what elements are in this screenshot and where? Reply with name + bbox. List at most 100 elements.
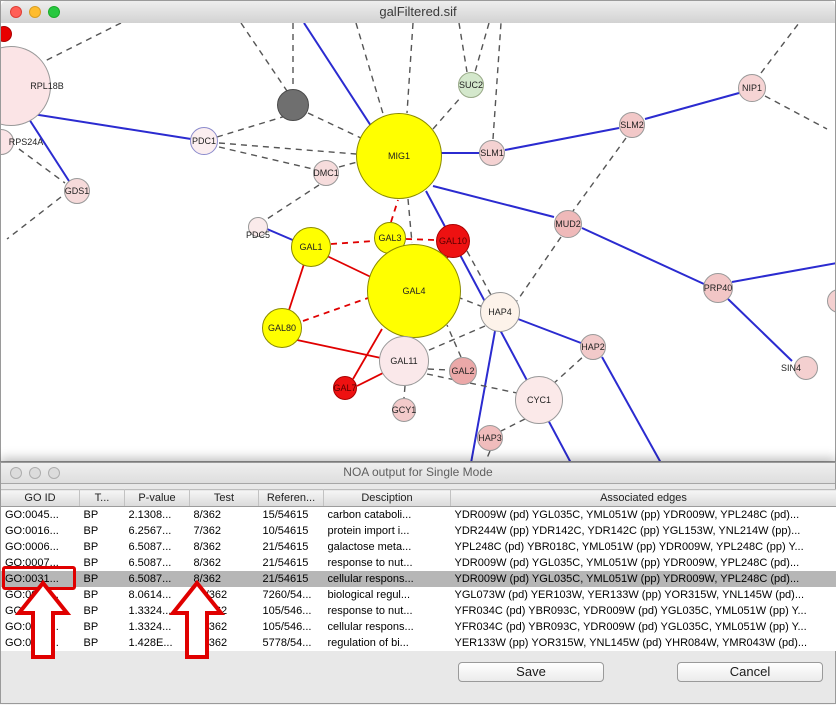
- cell-p_value: 6.5087...: [125, 571, 190, 587]
- node-gds1[interactable]: GDS1: [64, 178, 90, 204]
- cell-reference: 15/54615: [259, 507, 324, 524]
- cell-test: 8/362: [190, 555, 259, 571]
- node-sin4[interactable]: SIN4: [794, 356, 818, 380]
- column-header[interactable]: Associated edges: [451, 490, 836, 507]
- node-label: PDC1: [192, 136, 216, 146]
- node-hap3[interactable]: HAP3: [477, 425, 503, 451]
- cell-edges: YFR034C (pd) YBR093C, YDR009W (pd) YGL03…: [451, 603, 836, 619]
- node-hap4[interactable]: HAP4: [480, 292, 520, 332]
- node-gal4[interactable]: GAL4: [367, 244, 461, 338]
- cell-description: cellular respons...: [324, 619, 451, 635]
- node-label: GAL4: [402, 286, 425, 296]
- node-gal11[interactable]: GAL11: [379, 336, 429, 386]
- node-hap2[interactable]: HAP2: [580, 334, 606, 360]
- cell-go_id: GO:0016...: [1, 523, 80, 539]
- node-label: MUD2: [555, 219, 581, 229]
- save-button[interactable]: Save: [458, 662, 604, 682]
- node-label: MIG1: [388, 151, 410, 161]
- node-unlabeled-red[interactable]: [1, 26, 12, 42]
- node-rpl18b[interactable]: RPL18B: [1, 46, 51, 126]
- column-header[interactable]: Test: [190, 490, 259, 507]
- node-mig1[interactable]: MIG1: [356, 113, 442, 199]
- node-partial-right[interactable]: [827, 289, 835, 313]
- cell-type: BP: [80, 603, 125, 619]
- cell-edges: YDR009W (pd) YGL035C, YML051W (pp) YDR00…: [451, 571, 836, 587]
- node-unlabeled-gray[interactable]: [277, 89, 309, 121]
- node-label: HAP4: [488, 307, 512, 317]
- cell-reference: 10/54615: [259, 523, 324, 539]
- cell-p_value: 8.0614...: [125, 587, 190, 603]
- node-gcy1[interactable]: GCY1: [392, 398, 416, 422]
- cell-go_id: GO:0045...: [1, 507, 80, 524]
- node-nip1[interactable]: NIP1: [738, 74, 766, 102]
- cell-description: response to nut...: [324, 555, 451, 571]
- cell-description: response to nut...: [324, 603, 451, 619]
- cell-description: carbon cataboli...: [324, 507, 451, 524]
- cell-p_value: 1.428E...: [125, 635, 190, 651]
- cell-reference: 21/54615: [259, 555, 324, 571]
- node-gal2[interactable]: GAL2: [449, 357, 477, 385]
- cell-test: 8/362: [190, 539, 259, 555]
- column-header[interactable]: GO ID: [1, 490, 80, 507]
- column-header[interactable]: T...: [80, 490, 125, 507]
- node-rps24a[interactable]: RPS24A: [1, 129, 14, 155]
- node-label: PDC5: [246, 230, 270, 240]
- cell-p_value: 6.5087...: [125, 555, 190, 571]
- cell-type: BP: [80, 539, 125, 555]
- node-gal7[interactable]: GAL7: [333, 376, 357, 400]
- cell-go_id: GO:0006...: [1, 539, 80, 555]
- node-label: GAL11: [390, 356, 417, 366]
- column-header[interactable]: Referen...: [259, 490, 324, 507]
- column-header[interactable]: P-value: [125, 490, 190, 507]
- node-label: HAP2: [581, 342, 605, 352]
- cell-go_id: GO:0007...: [1, 555, 80, 571]
- node-prp40[interactable]: PRP40: [703, 273, 733, 303]
- cell-type: BP: [80, 507, 125, 524]
- node-label: SLM1: [480, 148, 504, 158]
- cell-go_id: GO:0065...: [1, 587, 80, 603]
- cell-test: 80/362: [190, 635, 259, 651]
- cell-description: regulation of bi...: [324, 635, 451, 651]
- node-mud2[interactable]: MUD2: [554, 210, 582, 238]
- cell-p_value: 6.5087...: [125, 539, 190, 555]
- cancel-button[interactable]: Cancel: [677, 662, 823, 682]
- node-cyc1[interactable]: CYC1: [515, 376, 563, 424]
- node-pdc5[interactable]: PDC5: [248, 217, 268, 237]
- node-label: HAP3: [478, 433, 502, 443]
- node-label: DMC1: [313, 168, 339, 178]
- node-gal1[interactable]: GAL1: [291, 227, 331, 267]
- node-label: PRP40: [704, 283, 733, 293]
- graph-window-titlebar[interactable]: galFiltered.sif: [1, 1, 835, 24]
- node-gal80[interactable]: GAL80: [262, 308, 302, 348]
- cell-type: BP: [80, 587, 125, 603]
- node-dmc1[interactable]: DMC1: [313, 160, 339, 186]
- node-label: SIN4: [781, 363, 801, 373]
- cell-reference: 5778/54...: [259, 635, 324, 651]
- node-label: GAL2: [451, 366, 474, 376]
- cell-type: BP: [80, 523, 125, 539]
- node-label: SUC2: [459, 80, 483, 90]
- node-pdc1[interactable]: PDC1: [190, 127, 218, 155]
- cell-test: 8/362: [190, 507, 259, 524]
- node-label: GAL10: [439, 236, 467, 246]
- node-suc2[interactable]: SUC2: [458, 72, 484, 98]
- cell-reference: 7260/54...: [259, 587, 324, 603]
- cell-description: cellular respons...: [324, 571, 451, 587]
- noa-window-titlebar[interactable]: NOA output for Single Mode: [1, 463, 835, 484]
- column-header[interactable]: Desciption: [324, 490, 451, 507]
- node-slm1[interactable]: SLM1: [479, 140, 505, 166]
- cell-edges: YPL248C (pd) YBR018C, YML051W (pp) YDR00…: [451, 539, 836, 555]
- node-slm2[interactable]: SLM2: [619, 112, 645, 138]
